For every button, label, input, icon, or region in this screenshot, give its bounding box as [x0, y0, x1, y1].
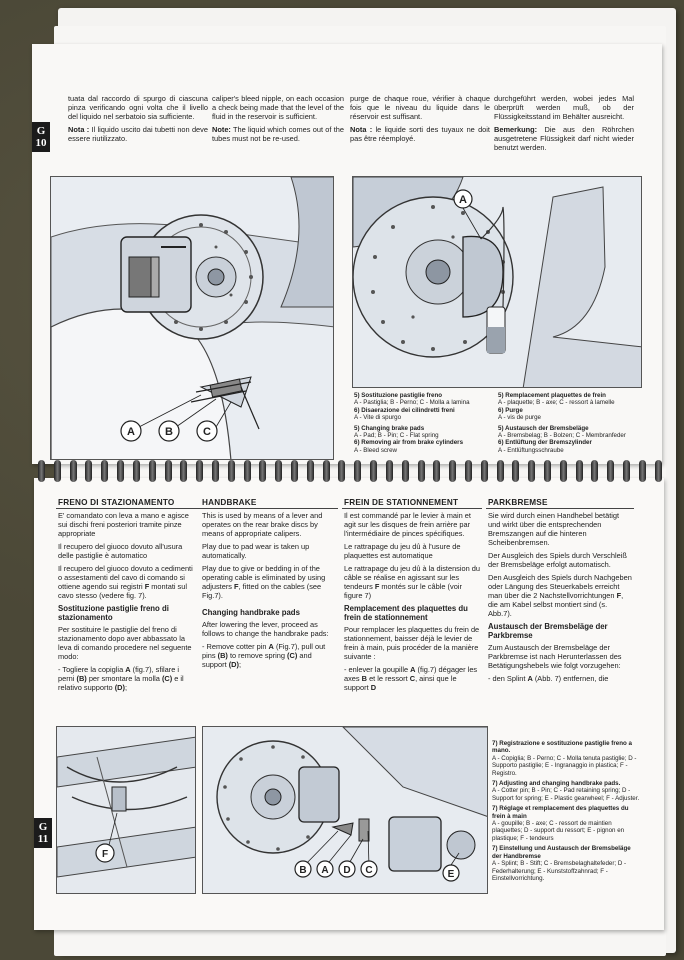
fig7-label-f: F [102, 849, 108, 860]
text-col-english: HANDBRAKE This is used by means of a lev… [202, 498, 334, 673]
section-letter: G [36, 125, 46, 137]
heading-parkbremse: PARKBREMSE [488, 498, 548, 507]
handbrake-caliper-illustration: B A D C E [203, 727, 487, 893]
top-text-italian: tuata dal raccordo di spurgo di ciascuna… [68, 94, 208, 143]
text-col-german: PARKBREMSE Sie wird durch einen Handhebe… [488, 498, 632, 683]
section-tab-g10: G 10 [32, 122, 50, 152]
section-letter: G [38, 821, 48, 833]
fig5-label-b: B [165, 426, 173, 438]
figure-brake-bleeding: A [352, 176, 642, 388]
top-manual-page: G 10 tuata dal raccordo di spurgo di cia… [32, 44, 662, 464]
figure-brake-pad-replacement: A B C [50, 176, 334, 460]
brake-bleed-illustration: A [353, 177, 641, 387]
fig7-label-b: B [299, 865, 306, 876]
heading-frein: FREIN DE STATIONNEMENT [344, 498, 459, 507]
section-number: 10 [35, 137, 47, 149]
fig6-label-a: A [459, 194, 467, 206]
fig7-captions: 7) Registrazione e sostituzione pastigli… [492, 740, 640, 882]
adjuster-cable-illustration: F [57, 727, 195, 893]
top-text-german: durchgeführt werden, wobei jedes Mal übe… [494, 94, 634, 152]
fig7-label-e: E [448, 869, 455, 880]
top-text-french: purge de chaque roue, vérifier à chaque … [350, 94, 490, 143]
fig7-label-c: C [365, 865, 372, 876]
figure-handbrake-pads: B A D C E [202, 726, 488, 894]
fig7-label-d: D [343, 865, 350, 876]
brake-caliper-illustration: A B C [51, 177, 333, 459]
fig5-label-c: C [203, 426, 211, 438]
section-number: 11 [37, 833, 49, 845]
spiral-binding [30, 460, 670, 486]
bottom-manual-page: FRENO DI STAZIONAMENTO E' comandato con … [34, 478, 664, 930]
text-col-italian: FRENO DI STAZIONAMENTO E' comandato con … [58, 498, 196, 696]
top-text-english: caliper's bleed nipple, on each occasion… [212, 94, 344, 143]
fig5-label-a: A [127, 426, 135, 438]
section-tab-g11: G 11 [34, 818, 52, 848]
heading-freno: FRENO DI STAZIONAMENTO [58, 498, 175, 507]
figure-handbrake-adjuster: F [56, 726, 196, 894]
heading-handbrake: HANDBRAKE [202, 498, 257, 507]
text-col-french: FREIN DE STATIONNEMENT Il est commandé p… [344, 498, 481, 692]
fig7-label-a: A [321, 865, 328, 876]
